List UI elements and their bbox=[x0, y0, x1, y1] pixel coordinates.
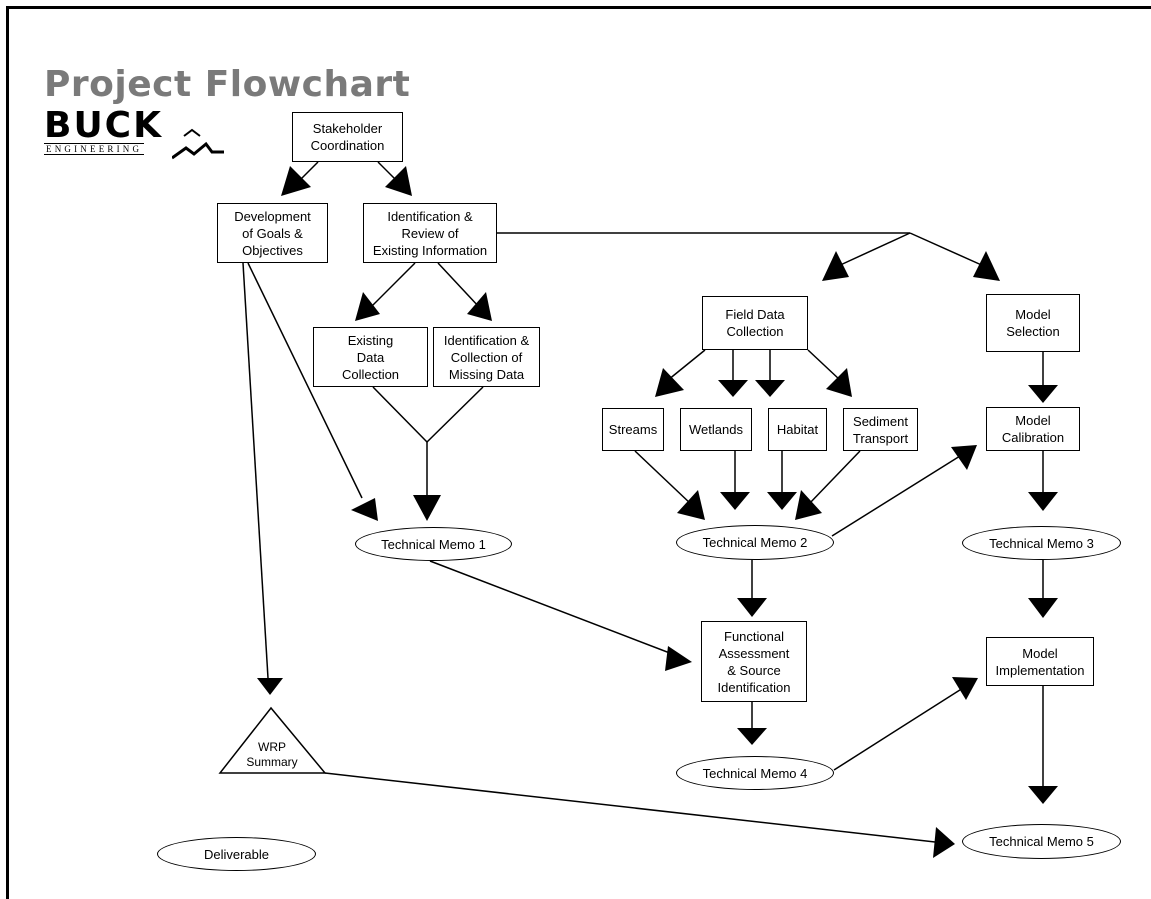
arrowhead bbox=[1028, 786, 1058, 804]
wave-icon bbox=[172, 128, 224, 160]
connector-line bbox=[831, 455, 961, 537]
page-frame bbox=[6, 6, 1151, 899]
arrowhead bbox=[1028, 598, 1058, 618]
arrowhead bbox=[755, 380, 785, 397]
arrowhead bbox=[355, 292, 380, 321]
arrowhead bbox=[952, 677, 978, 700]
arrowhead bbox=[665, 646, 692, 671]
wrp-summary-label: WRP Summary bbox=[246, 740, 298, 769]
missing-data-node: Identification & Collection of Missing D… bbox=[433, 327, 540, 387]
connector-line bbox=[324, 772, 936, 843]
stakeholder-coordination-node: Stakeholder Coordination bbox=[292, 112, 403, 162]
connector-line bbox=[299, 161, 319, 181]
connector-line bbox=[807, 349, 841, 381]
review-existing-info-node: Identification & Review of Existing Info… bbox=[363, 203, 497, 263]
arrowhead bbox=[257, 678, 283, 695]
arrowhead bbox=[973, 251, 1000, 281]
arrowhead bbox=[1028, 385, 1058, 403]
arrowhead bbox=[1028, 492, 1058, 511]
technical-memo-5-node: Technical Memo 5 bbox=[962, 824, 1121, 859]
technical-memo-4-node: Technical Memo 4 bbox=[676, 756, 834, 790]
arrowhead bbox=[351, 498, 378, 521]
technical-memo-3-node: Technical Memo 3 bbox=[962, 526, 1121, 560]
logo-word: BUCK bbox=[44, 105, 163, 146]
logo-subword: ENGINEERING bbox=[44, 143, 145, 155]
arrowhead bbox=[767, 492, 797, 510]
arrowhead bbox=[655, 368, 684, 397]
arrowhead bbox=[720, 492, 750, 510]
connector-line bbox=[429, 560, 676, 656]
arrowhead bbox=[826, 368, 852, 397]
connector-line bbox=[634, 450, 693, 506]
connector-line bbox=[377, 161, 397, 181]
buck-engineering-logo: BUCK ENGINEERING bbox=[44, 108, 229, 164]
arrowhead bbox=[737, 728, 767, 745]
arrowhead bbox=[413, 495, 441, 521]
technical-memo-1-node: Technical Memo 1 bbox=[355, 527, 512, 561]
connector-line bbox=[247, 262, 363, 499]
arrowhead bbox=[677, 490, 705, 520]
technical-memo-2-node: Technical Memo 2 bbox=[676, 525, 834, 560]
connector-line bbox=[807, 450, 861, 506]
connector-line bbox=[369, 262, 416, 309]
connector-line bbox=[437, 262, 481, 309]
connector-line bbox=[835, 232, 911, 268]
arrowhead bbox=[467, 292, 492, 321]
arrowhead bbox=[951, 445, 977, 470]
existing-data-collection-node: Existing Data Collection bbox=[313, 327, 428, 387]
connector-line bbox=[833, 687, 964, 771]
arrowhead bbox=[737, 598, 767, 617]
model-selection-node: Model Selection bbox=[986, 294, 1080, 352]
connector-line bbox=[242, 262, 269, 679]
streams-node: Streams bbox=[602, 408, 664, 451]
arrowhead bbox=[385, 166, 412, 196]
deliverable-legend-node: Deliverable bbox=[157, 837, 316, 871]
arrowhead bbox=[281, 166, 311, 196]
connector-line bbox=[426, 386, 484, 443]
functional-assessment-node: Functional Assessment & Source Identific… bbox=[701, 621, 807, 702]
arrowhead bbox=[795, 490, 822, 520]
connector-line bbox=[667, 349, 706, 381]
sediment-transport-node: Sediment Transport bbox=[843, 408, 918, 451]
model-calibration-node: Model Calibration bbox=[986, 407, 1080, 451]
wetlands-node: Wetlands bbox=[680, 408, 752, 451]
goals-objectives-node: Development of Goals & Objectives bbox=[217, 203, 328, 263]
connector-line bbox=[909, 232, 987, 268]
arrowhead bbox=[822, 251, 849, 281]
field-data-collection-node: Field Data Collection bbox=[702, 296, 808, 350]
connector-line bbox=[372, 386, 428, 443]
page-title: Project Flowchart bbox=[44, 64, 411, 105]
habitat-node: Habitat bbox=[768, 408, 827, 451]
arrowhead bbox=[933, 827, 955, 858]
model-implementation-node: Model Implementation bbox=[986, 637, 1094, 686]
arrowhead bbox=[718, 380, 748, 397]
wrp-summary-triangle bbox=[218, 706, 327, 774]
